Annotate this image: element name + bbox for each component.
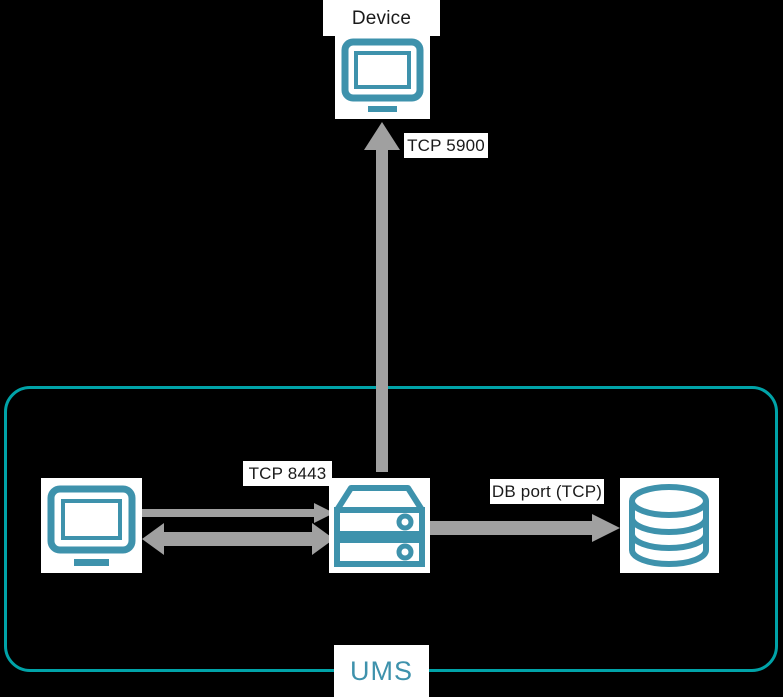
client-connector-arrow: [142, 503, 334, 557]
tcp-5900-label: TCP 5900: [404, 133, 488, 158]
tcp-8443-label: TCP 8443: [243, 461, 332, 486]
server-icon: [329, 478, 430, 573]
database-connector-arrow: [430, 514, 620, 542]
device-monitor-icon: [335, 32, 430, 119]
client-monitor-icon: [41, 478, 142, 573]
ums-boundary-label: UMS: [334, 645, 429, 697]
device-connector-arrow: [360, 122, 406, 472]
device-label: Device: [323, 0, 440, 36]
db-port-label: DB port (TCP): [490, 479, 604, 504]
database-icon: [620, 478, 719, 573]
